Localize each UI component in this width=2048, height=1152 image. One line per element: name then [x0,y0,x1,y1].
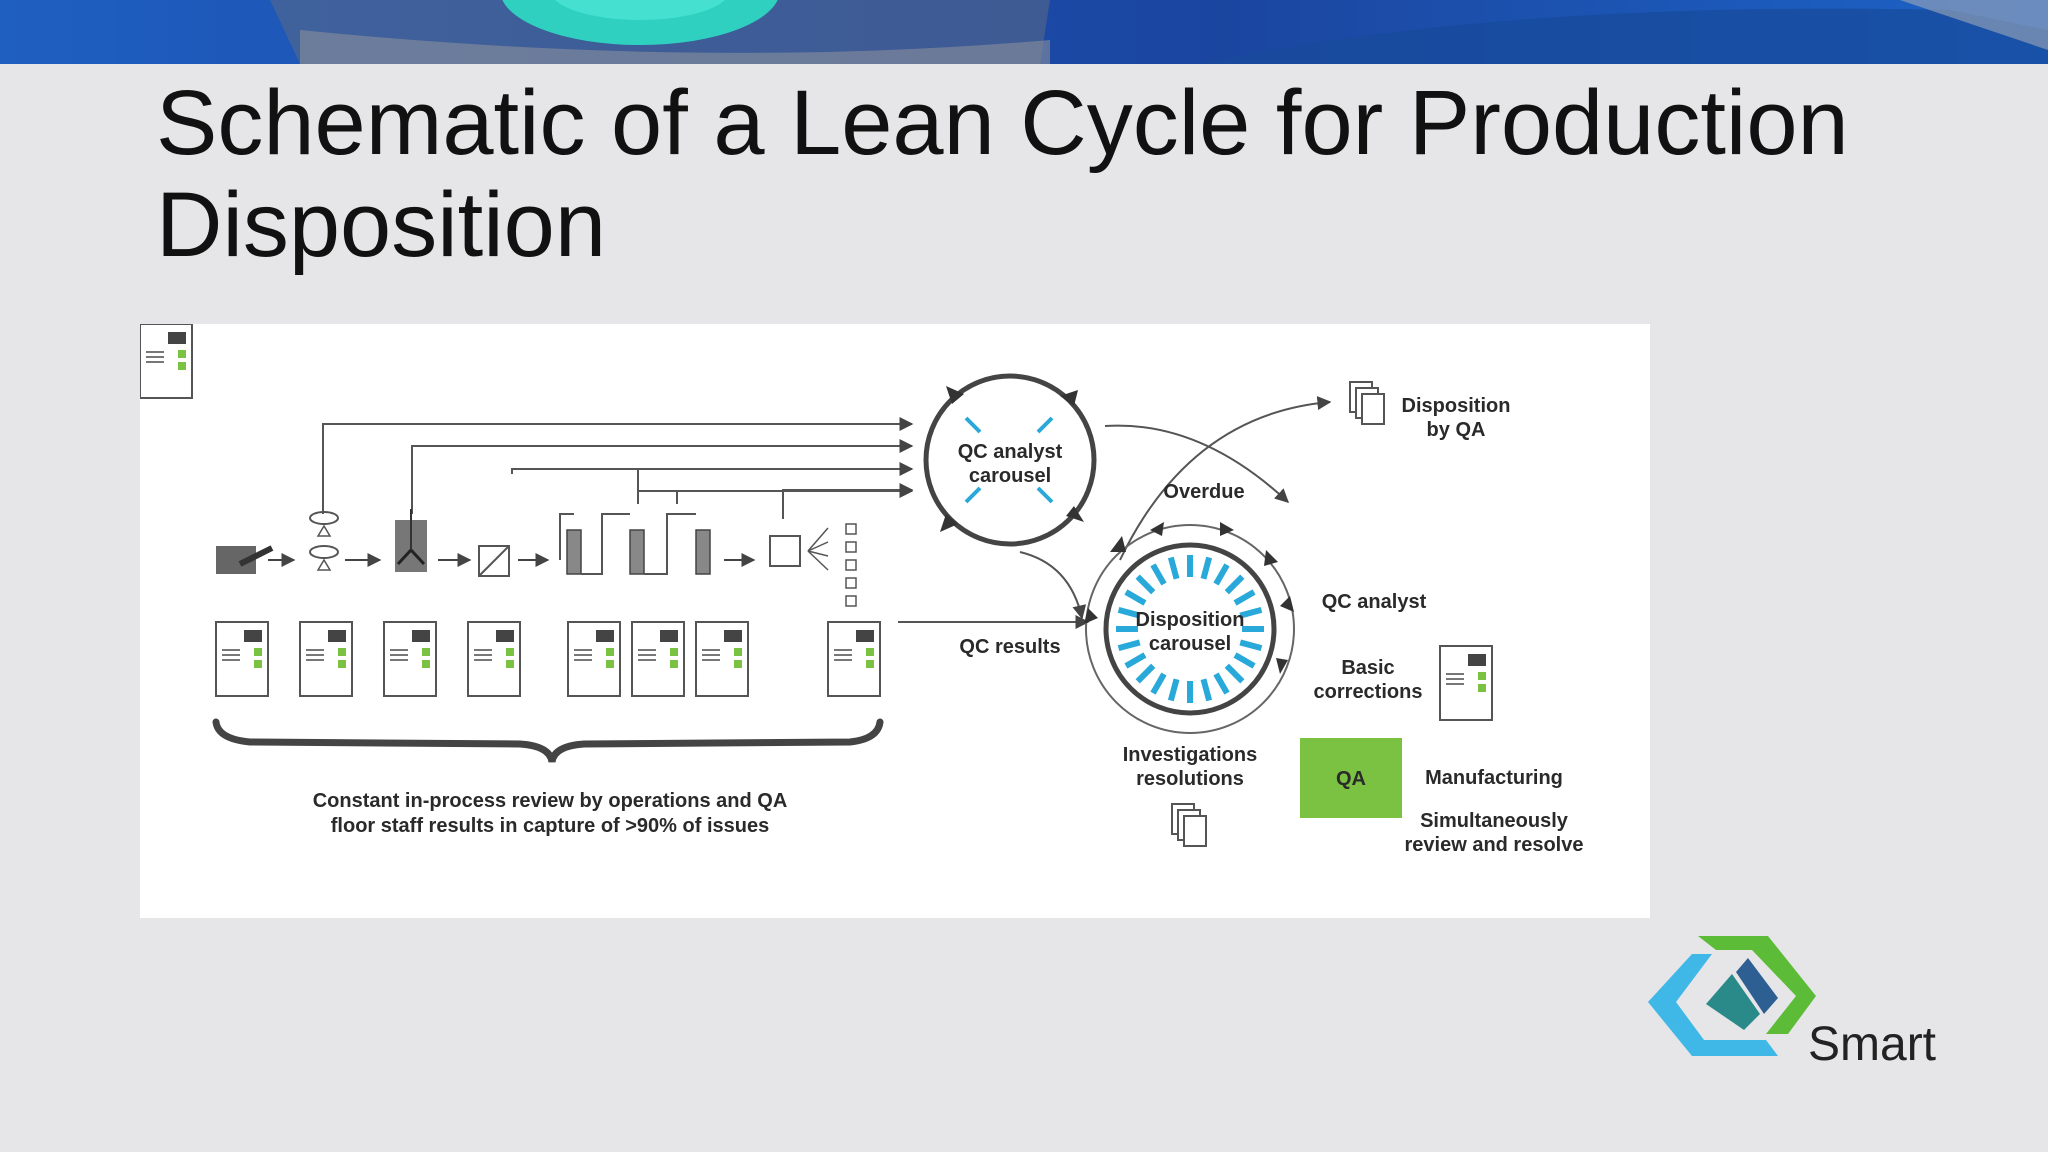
basic-corrections-line1: Basic [1341,657,1394,679]
carousel-ray [1239,639,1263,652]
overdue-label: Overdue [1163,481,1244,503]
carousel-ray [1239,606,1263,619]
carousel-ray [1150,563,1167,586]
brace-caption-line2: floor staff results in capture of >90% o… [331,815,769,837]
carousel-ray [1135,574,1156,595]
logo-text: Smart [1808,1018,1936,1071]
carousel-ray [1117,639,1141,652]
document-icon [631,621,685,697]
carousel-ray [1117,606,1141,619]
carousel-ray [1224,574,1245,595]
carousel-ray [1167,556,1180,580]
process-flow [216,509,857,607]
investigations-line1: Investigations [1123,744,1257,766]
carousel-ray [1150,672,1167,695]
batch-record-documents [140,324,193,399]
carousel-ray [1124,589,1147,606]
disposition-carousel-label-line1: Disposition [1136,609,1245,631]
qc-analyst-carousel: QC analyst carousel [923,373,1097,547]
curly-brace [212,718,884,763]
carousel-ray [1200,678,1213,702]
basic-corrections-line2: corrections [1314,681,1423,703]
qc-analyst-label: QC analyst [1322,591,1427,613]
slide-title: Schematic of a Lean Cycle for Production… [156,72,1849,276]
simultaneous-line2: review and resolve [1405,834,1584,856]
carousel-ray [1135,663,1156,684]
qc-carousel-label-line2: carousel [969,465,1051,487]
carousel-ray [1124,652,1147,669]
disposition-qa-line1: Disposition [1402,395,1511,417]
investigations-documents [1171,803,1207,847]
carousel-ray [1224,663,1245,684]
carousel-ray [1213,563,1230,586]
carousel-ray [1200,556,1213,580]
document-icon [299,621,353,697]
document-icon [1439,645,1493,721]
carousel-ray [1213,672,1230,695]
manufacturing-label: Manufacturing [1425,767,1563,789]
qa-box-label: QA [1336,768,1366,790]
qc-results-label: QC results [959,636,1060,658]
disposition-by-qa: Disposition by QA [1349,381,1511,441]
document-icon [695,621,749,697]
disposition-carousel-label-line2: carousel [1149,633,1231,655]
document-icon [383,621,437,697]
simultaneous-line1: Simultaneously [1420,810,1569,832]
qa-box [1300,738,1402,818]
carousel-ray [1167,678,1180,702]
carousel-ray [1233,652,1256,669]
investigations-line2: resolutions [1136,768,1244,790]
document-icon [827,621,881,697]
document-icon [467,621,521,697]
feedback-lines [322,417,914,519]
disposition-qa-line2: by QA [1427,419,1486,441]
lean-cycle-schematic: Constant in-process review by operations… [140,324,1650,918]
carousel-ray [1233,589,1256,606]
document-icon [215,621,269,697]
smart-logo: Smart [1648,930,1978,1090]
qc-carousel-label-line1: QC analyst [958,441,1063,463]
header-banner-image [0,0,2048,64]
document-icon [567,621,621,697]
brace-caption-line1: Constant in-process review by operations… [313,790,788,812]
disposition-carousel: Disposition carousel [1084,522,1295,734]
